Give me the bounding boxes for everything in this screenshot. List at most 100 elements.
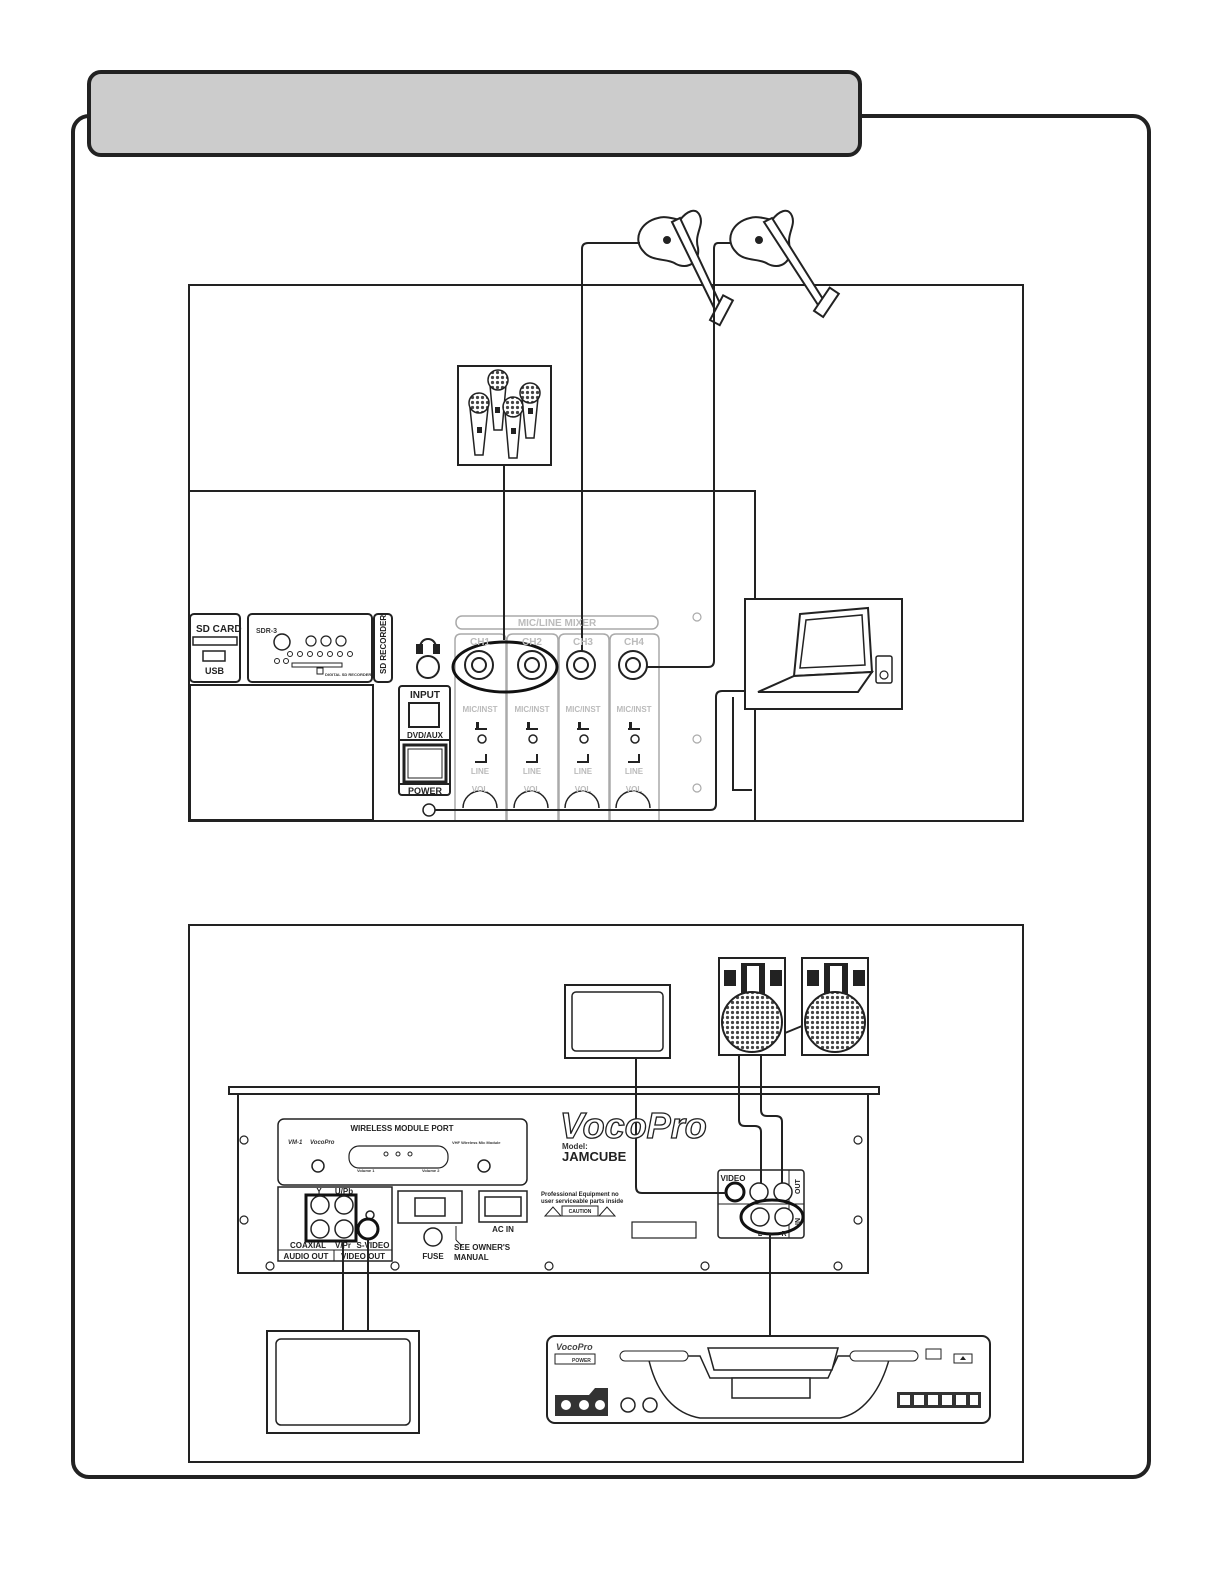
speaker-cable-right: [760, 1054, 783, 1183]
out-label: OUT: [795, 1179, 802, 1195]
guitar1-cable: [581, 242, 640, 652]
vhf-module-label: VHF Wireless Mic Module: [452, 1140, 501, 1145]
guitar2-cable: [647, 242, 730, 668]
player-display: [731, 1377, 811, 1399]
mixer-input-jacks: [464, 650, 648, 680]
ch4-mode-top: MIC/INST: [616, 705, 651, 714]
rear-panel-labels: WIRELESS MODULE PORT VM-1 VocoPro VHF Wi…: [284, 1104, 802, 1364]
see-manual-label-1: SEE OWNER'S: [454, 1243, 511, 1252]
input-power-area: [189, 684, 451, 821]
ub-label: U/Pb: [335, 1187, 353, 1196]
headphone-icon: [416, 638, 440, 654]
headphone-jack: [416, 655, 440, 679]
ch3-vol: VOL: [575, 785, 592, 794]
page-frame: [71, 70, 1151, 1479]
power-led: [422, 803, 436, 817]
in-label: IN: [795, 1218, 802, 1225]
rear-panel-diagram: [188, 924, 1024, 1463]
dvd-aux-label: DVD/AUX: [407, 731, 444, 740]
ch1-label: CH1: [470, 637, 490, 648]
tv-monitor-top-icon: [564, 984, 671, 1059]
ch2-mode-top: MIC/INST: [514, 705, 549, 714]
sd-recorder-module: [247, 613, 373, 683]
ch1-mode-bottom: LINE: [471, 767, 490, 776]
coaxial-label: COAXIAL: [290, 1241, 326, 1250]
microphones-icon: [457, 365, 552, 466]
input-switch: [408, 702, 440, 728]
speaker-link-cable: [784, 1025, 803, 1034]
sd-footer-label: DIGITAL SD RECORDER: [325, 672, 371, 677]
volume2-label: Volume 2: [422, 1168, 440, 1173]
usb-port: [202, 650, 226, 662]
sd-card-usb-panel: [189, 613, 241, 683]
volume1-label: Volume 1: [357, 1168, 375, 1173]
ch2-vol: VOL: [524, 785, 541, 794]
y-label: Y: [316, 1187, 322, 1196]
karaoke-player-icon: [546, 1335, 991, 1424]
laptop-icon: [744, 598, 903, 710]
video-cable: [635, 1058, 726, 1194]
model-name: JAMCUBE: [562, 1149, 627, 1164]
pro-equipment-label-2: user serviceable parts inside: [541, 1199, 624, 1205]
see-manual-label-2: MANUAL: [454, 1253, 489, 1262]
sdr-model-label: SDR-3: [256, 628, 277, 635]
fuse-label: FUSE: [422, 1252, 444, 1261]
sd-card-label: SD CARD: [196, 624, 242, 635]
audio-out-label: AUDIO OUT: [284, 1252, 329, 1261]
power-label: POWER: [408, 786, 443, 796]
usb-label: USB: [205, 666, 225, 676]
speaker-icon-right: [801, 957, 869, 1056]
player-power-label: POWER: [572, 1358, 591, 1364]
speaker-cable-left: [738, 1054, 762, 1183]
ch1-vol: VOL: [472, 785, 489, 794]
caution-label: CAUTION: [569, 1209, 592, 1215]
ch1-mode-top: MIC/INST: [462, 705, 497, 714]
sd-recorder-label: SD RECORDER: [379, 615, 388, 674]
ch2-label: CH2: [522, 637, 542, 648]
player-brand-label: VocoPro: [556, 1342, 593, 1352]
ac-in-label: AC IN: [492, 1225, 514, 1234]
front-cables: [435, 242, 745, 811]
wireless-module-port-label: WIRELESS MODULE PORT: [350, 1124, 453, 1133]
ch3-mode-top: MIC/INST: [565, 705, 600, 714]
ch3-mode-bottom: LINE: [574, 767, 593, 776]
input-label: INPUT: [410, 690, 440, 701]
ch2-mode-bottom: LINE: [523, 767, 542, 776]
tv-monitor-bottom-icon: [266, 1330, 420, 1434]
speaker-icon-left: [718, 957, 786, 1056]
vpr-label: V/Pr: [335, 1241, 351, 1250]
r-label: R: [781, 1231, 786, 1238]
serial-label: [631, 1221, 697, 1239]
audio-in-highlight: [739, 1198, 805, 1236]
sd-card-slot: [192, 636, 238, 646]
pro-equipment-label-1: Professional Equipment no: [541, 1192, 619, 1198]
ch1-ch2-highlight: [451, 640, 559, 694]
svideo-port: [356, 1217, 380, 1241]
guitar-icon-left: [637, 209, 735, 327]
rear-cables: [342, 1025, 803, 1336]
vm1-label: VM-1: [288, 1140, 303, 1146]
laptop-cable: [435, 690, 745, 811]
video-out-label: VIDEO OUT: [341, 1252, 385, 1261]
front-panel-diagram: [188, 209, 1024, 822]
cabinet-outline: [190, 490, 756, 820]
front-panel-labels: SD CARD USB SDR-3 DIGITAL SD RECORDER SD…: [196, 615, 652, 796]
mixer-title: MIC/LINE MIXER: [518, 618, 597, 629]
component-video-highlight: [304, 1193, 358, 1243]
video-jack-label: VIDEO: [721, 1174, 746, 1183]
l-label: L: [758, 1231, 763, 1238]
vocopro-small-label: VocoPro: [310, 1140, 335, 1146]
model-label: Model:: [562, 1142, 588, 1151]
header-bar: [87, 70, 862, 157]
video-out-jack: [724, 1181, 746, 1203]
vocopro-logo: VocoPro: [560, 1105, 707, 1146]
svideo-label: S-VIDEO: [357, 1241, 390, 1250]
guitar-icon-right: [729, 209, 841, 319]
ch3-label: CH3: [573, 637, 593, 648]
ch4-vol: VOL: [626, 785, 643, 794]
ch4-mode-bottom: LINE: [625, 767, 644, 776]
mic-line-mixer: [454, 612, 702, 820]
fuse-holder: [423, 1227, 443, 1247]
ch4-label: CH4: [624, 637, 644, 648]
